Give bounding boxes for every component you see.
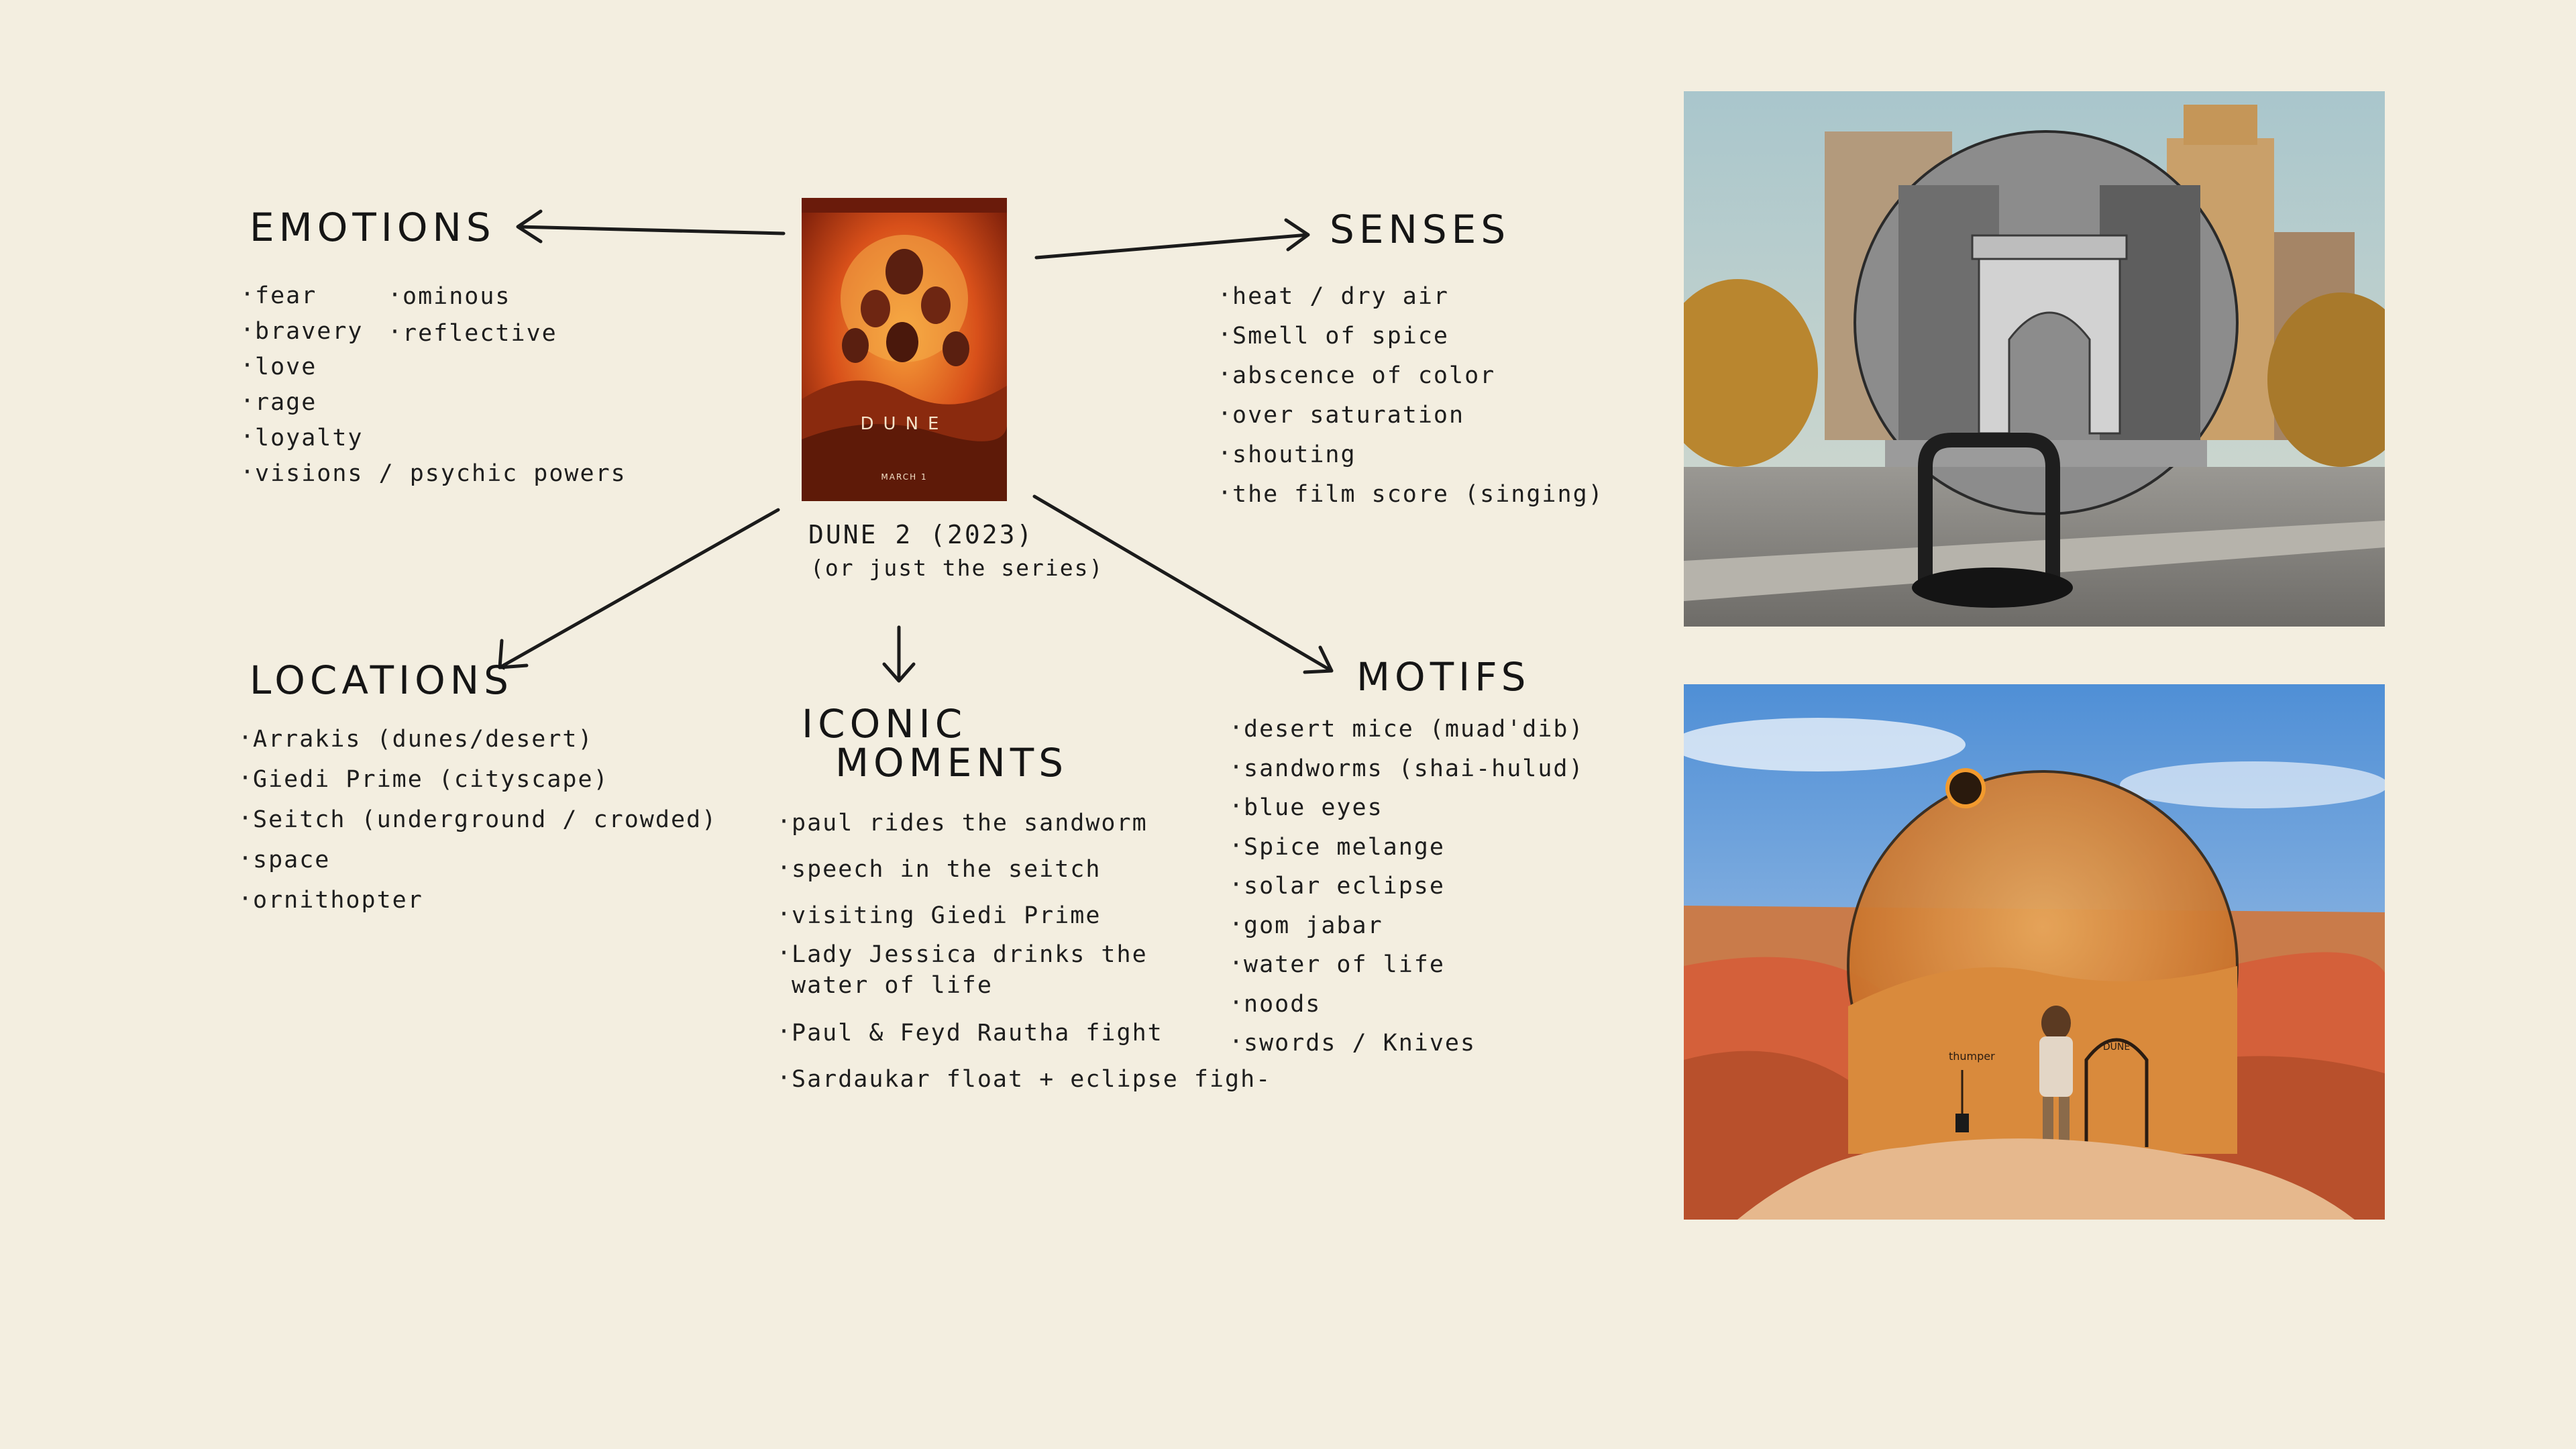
iconic-item: visiting Giedi Prime xyxy=(777,893,1271,939)
poster-date: MARCH 1 xyxy=(881,472,927,482)
locations-heading: LOCATIONS xyxy=(250,657,513,703)
locations-list: Arrakis (dunes/desert) Giedi Prime (city… xyxy=(238,719,717,920)
emotion-item: visions / psychic powers xyxy=(240,456,627,492)
iconic-list: paul rides the sandworm speech in the se… xyxy=(777,800,1271,1103)
motif-item: desert mice (muad'dib) xyxy=(1229,710,1585,749)
iconic-item: Lady Jessica drinks the water of life xyxy=(777,939,1271,1001)
dune-poster: DUNE MARCH 1 xyxy=(802,198,1007,501)
motif-item: swords / Knives xyxy=(1229,1024,1585,1063)
iconic-item-line2: water of life xyxy=(792,972,993,999)
thumper-sign-text: thumper xyxy=(1949,1050,1995,1063)
arrow-to-senses xyxy=(1036,220,1308,258)
center-title: DUNE 2 (2023) xyxy=(808,520,1034,549)
motif-item: Spice melange xyxy=(1229,828,1585,867)
emotion-item: ominous xyxy=(388,278,557,315)
arrow-to-locations xyxy=(500,510,778,667)
sense-item: shouting xyxy=(1218,435,1604,475)
sense-item: over saturation xyxy=(1218,396,1604,435)
iconic-heading-line2: MOMENTS xyxy=(835,740,1068,786)
sense-item: the film score (singing) xyxy=(1218,475,1604,515)
emotion-item: rage xyxy=(240,385,627,421)
location-item: Seitch (underground / crowded) xyxy=(238,800,717,840)
iconic-item: Sardaukar float + eclipse figh- xyxy=(777,1057,1271,1103)
arrow-to-emotions xyxy=(518,211,784,241)
poster-title: DUNE xyxy=(861,414,949,434)
emotion-item: loyalty xyxy=(240,421,627,456)
sense-item: abscence of color xyxy=(1218,356,1604,396)
location-item: Giedi Prime (cityscape) xyxy=(238,759,717,800)
location-item: space xyxy=(238,840,717,880)
motifs-list: desert mice (muad'dib) sandworms (shai-h… xyxy=(1229,710,1585,1063)
center-subtitle: (or just the series) xyxy=(810,555,1104,581)
emotions-heading: EMOTIONS xyxy=(250,205,496,250)
iconic-item-line1: Lady Jessica drinks the xyxy=(792,941,1148,968)
motif-item: blue eyes xyxy=(1229,788,1585,828)
arrow-to-motifs xyxy=(1034,496,1332,672)
emotion-item: reflective xyxy=(388,315,557,352)
arrow-to-iconic xyxy=(884,627,914,681)
senses-heading: SENSES xyxy=(1330,207,1510,252)
motif-item: solar eclipse xyxy=(1229,867,1585,906)
iconic-item: speech in the seitch xyxy=(777,847,1271,893)
photo-city-arch-portal xyxy=(1684,91,2385,627)
motif-item: noods xyxy=(1229,985,1585,1024)
emotions-list-2: ominous reflective xyxy=(388,278,557,352)
iconic-item: paul rides the sandworm xyxy=(777,800,1271,847)
motif-item: water of life xyxy=(1229,945,1585,985)
motif-item: sandworms (shai-hulud) xyxy=(1229,749,1585,789)
sense-item: heat / dry air xyxy=(1218,277,1604,317)
motif-item: gom jabar xyxy=(1229,906,1585,946)
location-item: Arrakis (dunes/desert) xyxy=(238,719,717,759)
sense-item: Smell of spice xyxy=(1218,317,1604,356)
location-item: ornithopter xyxy=(238,880,717,920)
photo-desert-canyon-portal: DUNE thumper xyxy=(1684,684,2385,1220)
motifs-heading: MOTIFS xyxy=(1356,654,1530,700)
iconic-item: Paul & Feyd Rautha fight xyxy=(777,1010,1271,1057)
senses-list: heat / dry air Smell of spice abscence o… xyxy=(1218,277,1604,515)
arch-doodle-text: DUNE xyxy=(2103,1042,2130,1053)
emotion-item: love xyxy=(240,350,627,385)
